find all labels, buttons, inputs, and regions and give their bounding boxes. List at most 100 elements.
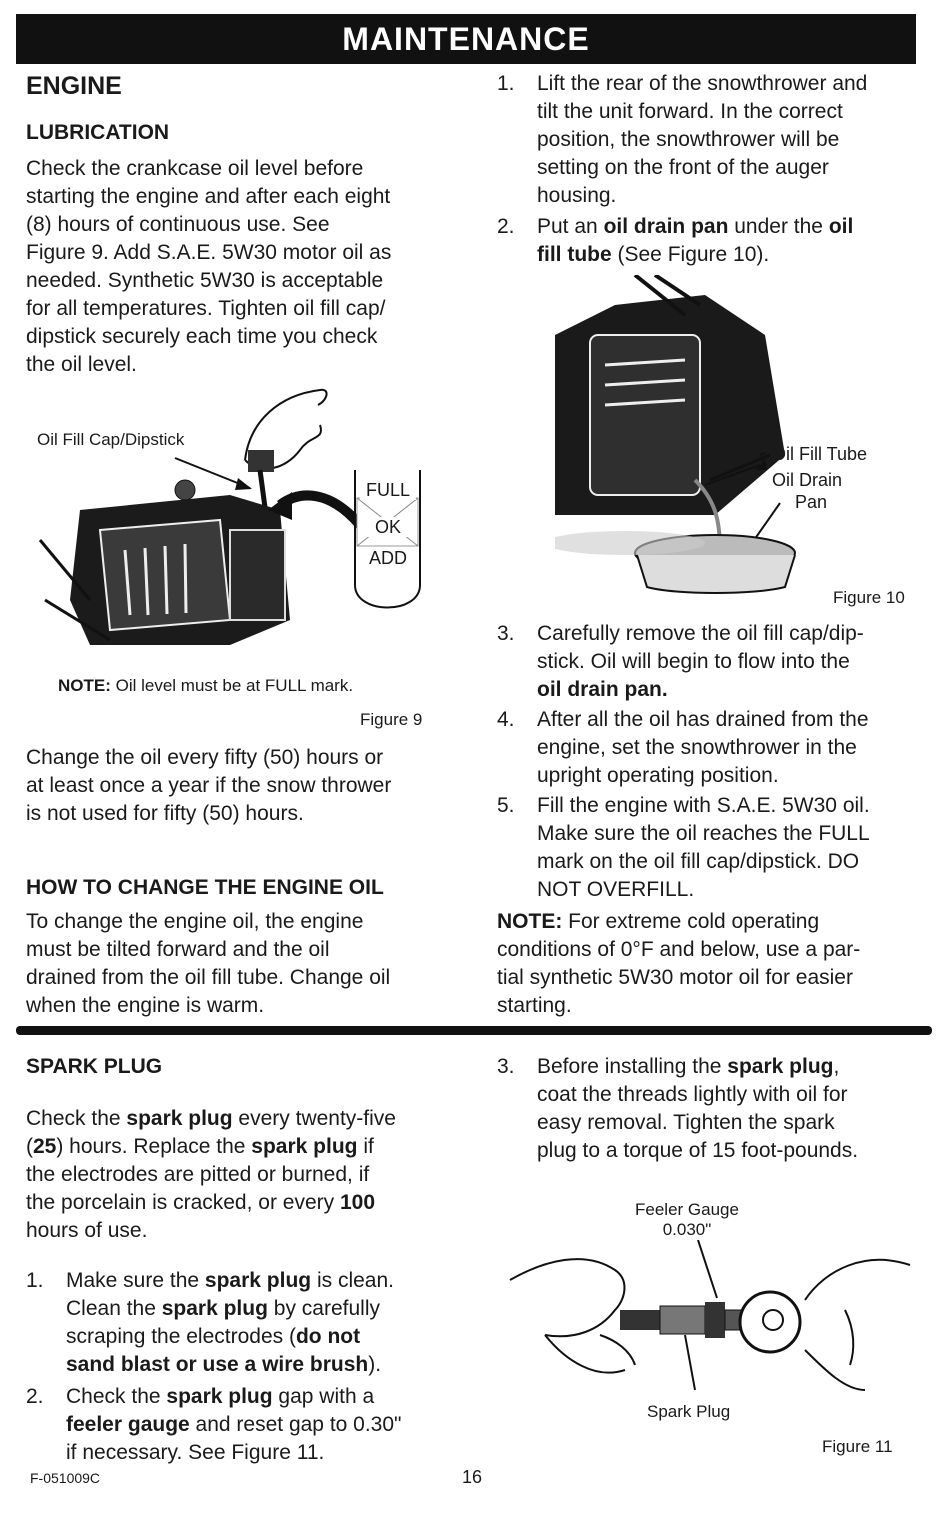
text-run: under the — [728, 215, 829, 238]
bold-term: sand blast or use a wire brush — [66, 1353, 369, 1376]
lubrication-text: Check the crankcase oil level before sta… — [26, 155, 466, 379]
bold-term: 25 — [33, 1135, 57, 1158]
text-run: is clean. — [311, 1269, 394, 1292]
text-line: housing. — [537, 184, 617, 207]
figure-10-illustration — [555, 275, 796, 594]
cold-weather-note: NOTE: For extreme cold operating conditi… — [497, 908, 927, 1020]
text-run: For extreme cold operating — [562, 910, 820, 933]
fill-tube-housing — [229, 529, 286, 621]
text-line: hours of use. — [26, 1219, 148, 1242]
text-run: , — [833, 1055, 840, 1078]
page-number: 16 — [462, 1467, 483, 1487]
dipstick-gauge-outline — [354, 470, 421, 609]
text-line: oil drain pan. — [537, 676, 864, 704]
step-5: 5. Fill the engine with S.A.E. 5W30 oil.… — [497, 792, 927, 904]
text-run: ). — [368, 1353, 382, 1376]
figure-11-caption: Figure 11 — [822, 1437, 893, 1456]
gauge-full-label: FULL — [360, 480, 416, 500]
step-number: 3. — [497, 1055, 515, 1078]
text-run: scraping the electrodes ( — [66, 1325, 296, 1348]
document-code: F-051009C — [30, 1470, 101, 1486]
text-line: needed. Synthetic 5W30 is acceptable — [26, 269, 384, 292]
text-line: starting the engine and after each eight — [26, 185, 391, 208]
text-line: when the engine is warm. — [26, 994, 265, 1017]
text-line: setting on the front of the auger — [537, 156, 829, 179]
spark-step-1: 1. Make sure the spark plug is clean. Cl… — [26, 1267, 466, 1379]
how-to-text: To change the engine oil, the engine mus… — [26, 908, 466, 1020]
text-line: if necessary. See Figure 11. — [66, 1441, 325, 1464]
bold-term: fill tube — [537, 243, 612, 266]
text-run: the porcelain is cracked, or every — [26, 1191, 340, 1214]
text-line: feeler gauge and reset gap to 0.30" — [66, 1411, 402, 1439]
text-line: Check the spark plug every twenty-five — [26, 1105, 466, 1133]
figure-9-note: NOTE: Oil level must be at FULL mark. — [58, 676, 353, 696]
text-line: To change the engine oil, the engine — [26, 910, 364, 933]
ground-shadow — [555, 531, 705, 555]
text-line: (25) hours. Replace the spark plug if — [26, 1133, 466, 1161]
callout-arrowhead — [755, 460, 767, 470]
bold-term: 100 — [339, 1191, 376, 1214]
direction-arrowhead — [268, 492, 292, 520]
tube-callout-line — [709, 453, 771, 482]
spark-plug-insulator — [659, 1305, 706, 1335]
text-line: 0.030" — [662, 1220, 712, 1239]
engine-fin — [604, 378, 686, 387]
handle-bar — [653, 275, 702, 307]
figure-11-label-plug: Spark Plug — [647, 1402, 731, 1421]
figure-9-illustration — [38, 388, 421, 645]
spark-plug-hex — [705, 1302, 725, 1338]
text-run: Check the — [26, 1107, 127, 1130]
spark-plug-heading: SPARK PLUG — [26, 1055, 163, 1078]
text-line: mark on the oil fill cap/dipstick. DO — [537, 850, 860, 873]
text-line: Fill the engine with S.A.E. 5W30 oil. — [537, 794, 870, 817]
engine-fin — [183, 543, 188, 614]
feeler-gauge-hole — [762, 1309, 784, 1331]
text-line: the porcelain is cracked, or every 100 — [26, 1189, 466, 1217]
hand-outline — [244, 388, 328, 461]
text-line: starting. — [497, 994, 572, 1017]
text-run: (See Figure 10). — [611, 243, 770, 266]
text-run: Check the — [66, 1385, 167, 1408]
text-line: the oil level. — [26, 353, 137, 376]
bold-term: spark plug — [204, 1269, 312, 1292]
left-hand-outline — [509, 1258, 626, 1338]
bold-term: spark plug — [166, 1385, 273, 1408]
text-run: gap with a — [272, 1385, 375, 1408]
text-line: Carefully remove the oil fill cap/dip- — [537, 622, 864, 645]
left-hand-finger — [599, 1334, 636, 1366]
text-run: ) hours. Replace the — [56, 1135, 252, 1158]
text-line: must be tilted forward and the oil — [26, 938, 330, 961]
text-line: engine, set the snowthrower in the — [537, 736, 857, 759]
text-run: and reset gap to 0.30" — [189, 1413, 402, 1436]
figure-9-caption: Figure 9 — [360, 710, 423, 729]
text-line: the electrodes are pitted or burned, if — [26, 1163, 370, 1186]
text-line: (8) hours of continuous use. See — [26, 213, 330, 236]
text-line: NOTE: For extreme cold operating — [497, 908, 927, 936]
step-3: 3. Carefully remove the oil fill cap/dip… — [497, 620, 927, 704]
note-label: NOTE: — [58, 676, 111, 695]
note-label: NOTE: — [497, 910, 563, 933]
engine-cap — [174, 479, 196, 501]
figure-10-caption: Figure 10 — [833, 588, 905, 607]
text-run: Make sure the — [66, 1269, 205, 1292]
bold-term: spark plug — [251, 1135, 358, 1158]
callout-arrowhead — [235, 478, 252, 490]
bold-term: spark plug — [161, 1297, 268, 1320]
engine-fin — [123, 549, 132, 616]
bold-term: oil drain pan. — [537, 678, 668, 701]
text-line: Change the oil every fifty (50) hours or — [26, 746, 384, 769]
step-number: 5. — [497, 794, 515, 817]
text-line: easy removal. Tighten the spark — [537, 1111, 835, 1134]
change-oil-text: Change the oil every fifty (50) hours or… — [26, 744, 466, 828]
step-number: 2. — [26, 1385, 44, 1408]
text-line: for all temperatures. Tighten oil fill c… — [26, 297, 386, 320]
bold-term: oil — [828, 215, 854, 238]
spark-step-2: 2. Check the spark plug gap with a feele… — [26, 1383, 466, 1467]
right-hand-finger — [844, 1309, 855, 1366]
bold-term: spark plug — [126, 1107, 233, 1130]
lubrication-heading: LUBRICATION — [26, 121, 170, 144]
text-line: scraping the electrodes (do not — [66, 1323, 394, 1351]
gauge-ok-label: OK — [364, 517, 412, 537]
engine-frame — [38, 539, 92, 601]
text-line: tial synthetic 5W30 motor oil for easier — [497, 966, 853, 989]
